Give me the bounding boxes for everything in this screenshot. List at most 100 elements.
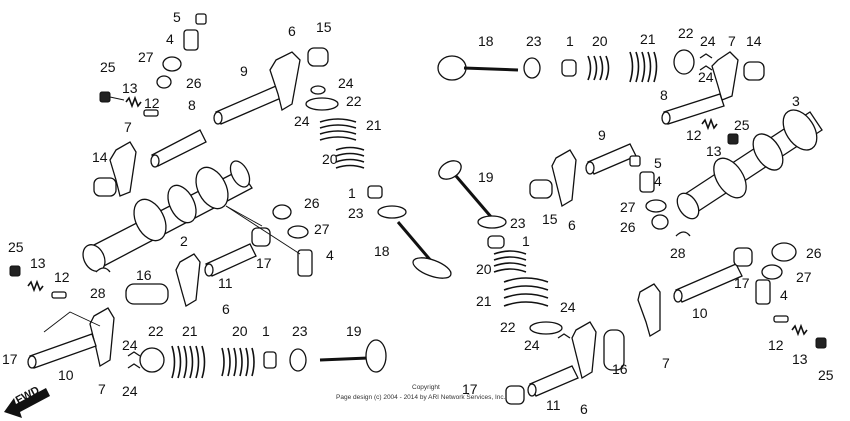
callout[interactable]: 22 [500, 319, 516, 335]
callout[interactable]: 26 [620, 219, 636, 235]
callout[interactable]: 15 [542, 211, 558, 227]
callout[interactable]: 7 [98, 381, 106, 397]
callout[interactable]: 18 [478, 33, 494, 49]
callout[interactable]: 27 [314, 221, 330, 237]
callout[interactable]: 1 [522, 233, 530, 249]
callout[interactable]: 19 [346, 323, 362, 339]
callout[interactable]: 21 [366, 117, 382, 133]
callout[interactable]: 6 [568, 217, 576, 233]
clip-28-right [675, 231, 691, 237]
callout[interactable]: 26 [806, 245, 822, 261]
cap-26-top [156, 75, 172, 89]
callout[interactable]: 24 [560, 299, 576, 315]
callout[interactable]: 21 [182, 323, 198, 339]
callout[interactable]: 5 [654, 155, 662, 171]
callout[interactable]: 11 [546, 397, 561, 413]
callout[interactable]: 26 [186, 75, 202, 91]
callout[interactable]: 22 [678, 25, 694, 41]
callout[interactable]: 26 [304, 195, 320, 211]
callout[interactable]: 25 [100, 59, 116, 75]
callout[interactable]: 10 [58, 367, 74, 383]
callout[interactable]: 21 [640, 31, 656, 47]
callout[interactable]: 14 [92, 149, 108, 165]
callout[interactable]: 17 [2, 351, 18, 367]
callout[interactable]: 12 [686, 127, 702, 143]
copyright-line2: Page design (c) 2004 - 2014 by ARI Netwo… [336, 394, 506, 401]
pin-12-right [773, 315, 789, 323]
callout[interactable]: 13 [706, 143, 722, 159]
callout[interactable]: 22 [148, 323, 164, 339]
callout[interactable]: 17 [462, 381, 478, 397]
callout[interactable]: 13 [122, 80, 138, 96]
callout[interactable]: 12 [768, 337, 784, 353]
callout[interactable]: 24 [122, 337, 138, 353]
callout[interactable]: 27 [138, 49, 154, 65]
callout[interactable]: 19 [478, 169, 494, 185]
callout[interactable]: 18 [374, 243, 390, 259]
callout[interactable]: 1 [348, 185, 356, 201]
callout[interactable]: 28 [670, 245, 686, 261]
callout[interactable]: 6 [288, 23, 296, 39]
callout[interactable]: 6 [222, 301, 230, 317]
callout[interactable]: 25 [818, 367, 834, 383]
callout[interactable]: 24 [700, 33, 716, 49]
callout[interactable]: 6 [580, 401, 588, 417]
callout[interactable]: 23 [526, 33, 542, 49]
callout[interactable]: 7 [662, 355, 670, 371]
callout[interactable]: 11 [218, 275, 233, 291]
callout[interactable]: 23 [348, 205, 364, 221]
callout[interactable]: 4 [780, 287, 788, 303]
callout[interactable]: 10 [692, 305, 708, 321]
callout[interactable]: 13 [30, 255, 46, 271]
callout[interactable]: 28 [90, 285, 106, 301]
callout[interactable]: 9 [598, 127, 606, 143]
callout[interactable]: 1 [566, 33, 574, 49]
callout[interactable]: 8 [188, 97, 196, 113]
callout[interactable]: 7 [728, 33, 736, 49]
callout[interactable]: 24 [338, 75, 354, 91]
callout[interactable]: 4 [654, 173, 662, 189]
callout[interactable]: 20 [232, 323, 248, 339]
callout[interactable]: 20 [592, 33, 608, 49]
callout[interactable]: 23 [292, 323, 308, 339]
spacer-15-right [529, 179, 553, 199]
callout[interactable]: 27 [796, 269, 812, 285]
callout[interactable]: 9 [240, 63, 248, 79]
callout[interactable]: 24 [524, 337, 540, 353]
callout[interactable]: 24 [294, 113, 310, 129]
callout[interactable]: 21 [476, 293, 492, 309]
callout[interactable]: 7 [124, 119, 132, 135]
cap-26-right [771, 242, 797, 262]
callout[interactable]: 15 [316, 19, 332, 35]
callout[interactable]: 3 [792, 93, 800, 109]
spacer-14-right [743, 61, 765, 81]
callout[interactable]: 13 [792, 351, 808, 367]
spacer-17-right [733, 247, 753, 267]
callout[interactable]: 25 [8, 239, 24, 255]
bolt-25-right-bottom [815, 337, 827, 349]
callout[interactable]: 17 [256, 255, 272, 271]
adjuster-4-right [755, 279, 771, 305]
callout[interactable]: 24 [122, 383, 138, 399]
callout[interactable]: 4 [166, 31, 174, 47]
callout[interactable]: 25 [734, 117, 750, 133]
callout[interactable]: 20 [322, 151, 338, 167]
callout[interactable]: 12 [54, 269, 70, 285]
callout[interactable]: 2 [180, 233, 188, 249]
callout[interactable]: 5 [173, 9, 181, 25]
callout[interactable]: 8 [660, 87, 668, 103]
callout[interactable]: 17 [734, 275, 750, 291]
callout[interactable]: 20 [476, 261, 492, 277]
callout[interactable]: 12 [144, 95, 160, 111]
callout[interactable]: 27 [620, 199, 636, 215]
callout[interactable]: 16 [136, 267, 152, 283]
callout[interactable]: 4 [326, 247, 334, 263]
callout[interactable]: 23 [510, 215, 526, 231]
callout[interactable]: 22 [346, 93, 362, 109]
callout[interactable]: 24 [698, 69, 714, 85]
callout[interactable]: 14 [746, 33, 762, 49]
callout[interactable]: 16 [612, 361, 628, 377]
callout[interactable]: 1 [262, 323, 270, 339]
cotter-24-right [557, 333, 571, 339]
